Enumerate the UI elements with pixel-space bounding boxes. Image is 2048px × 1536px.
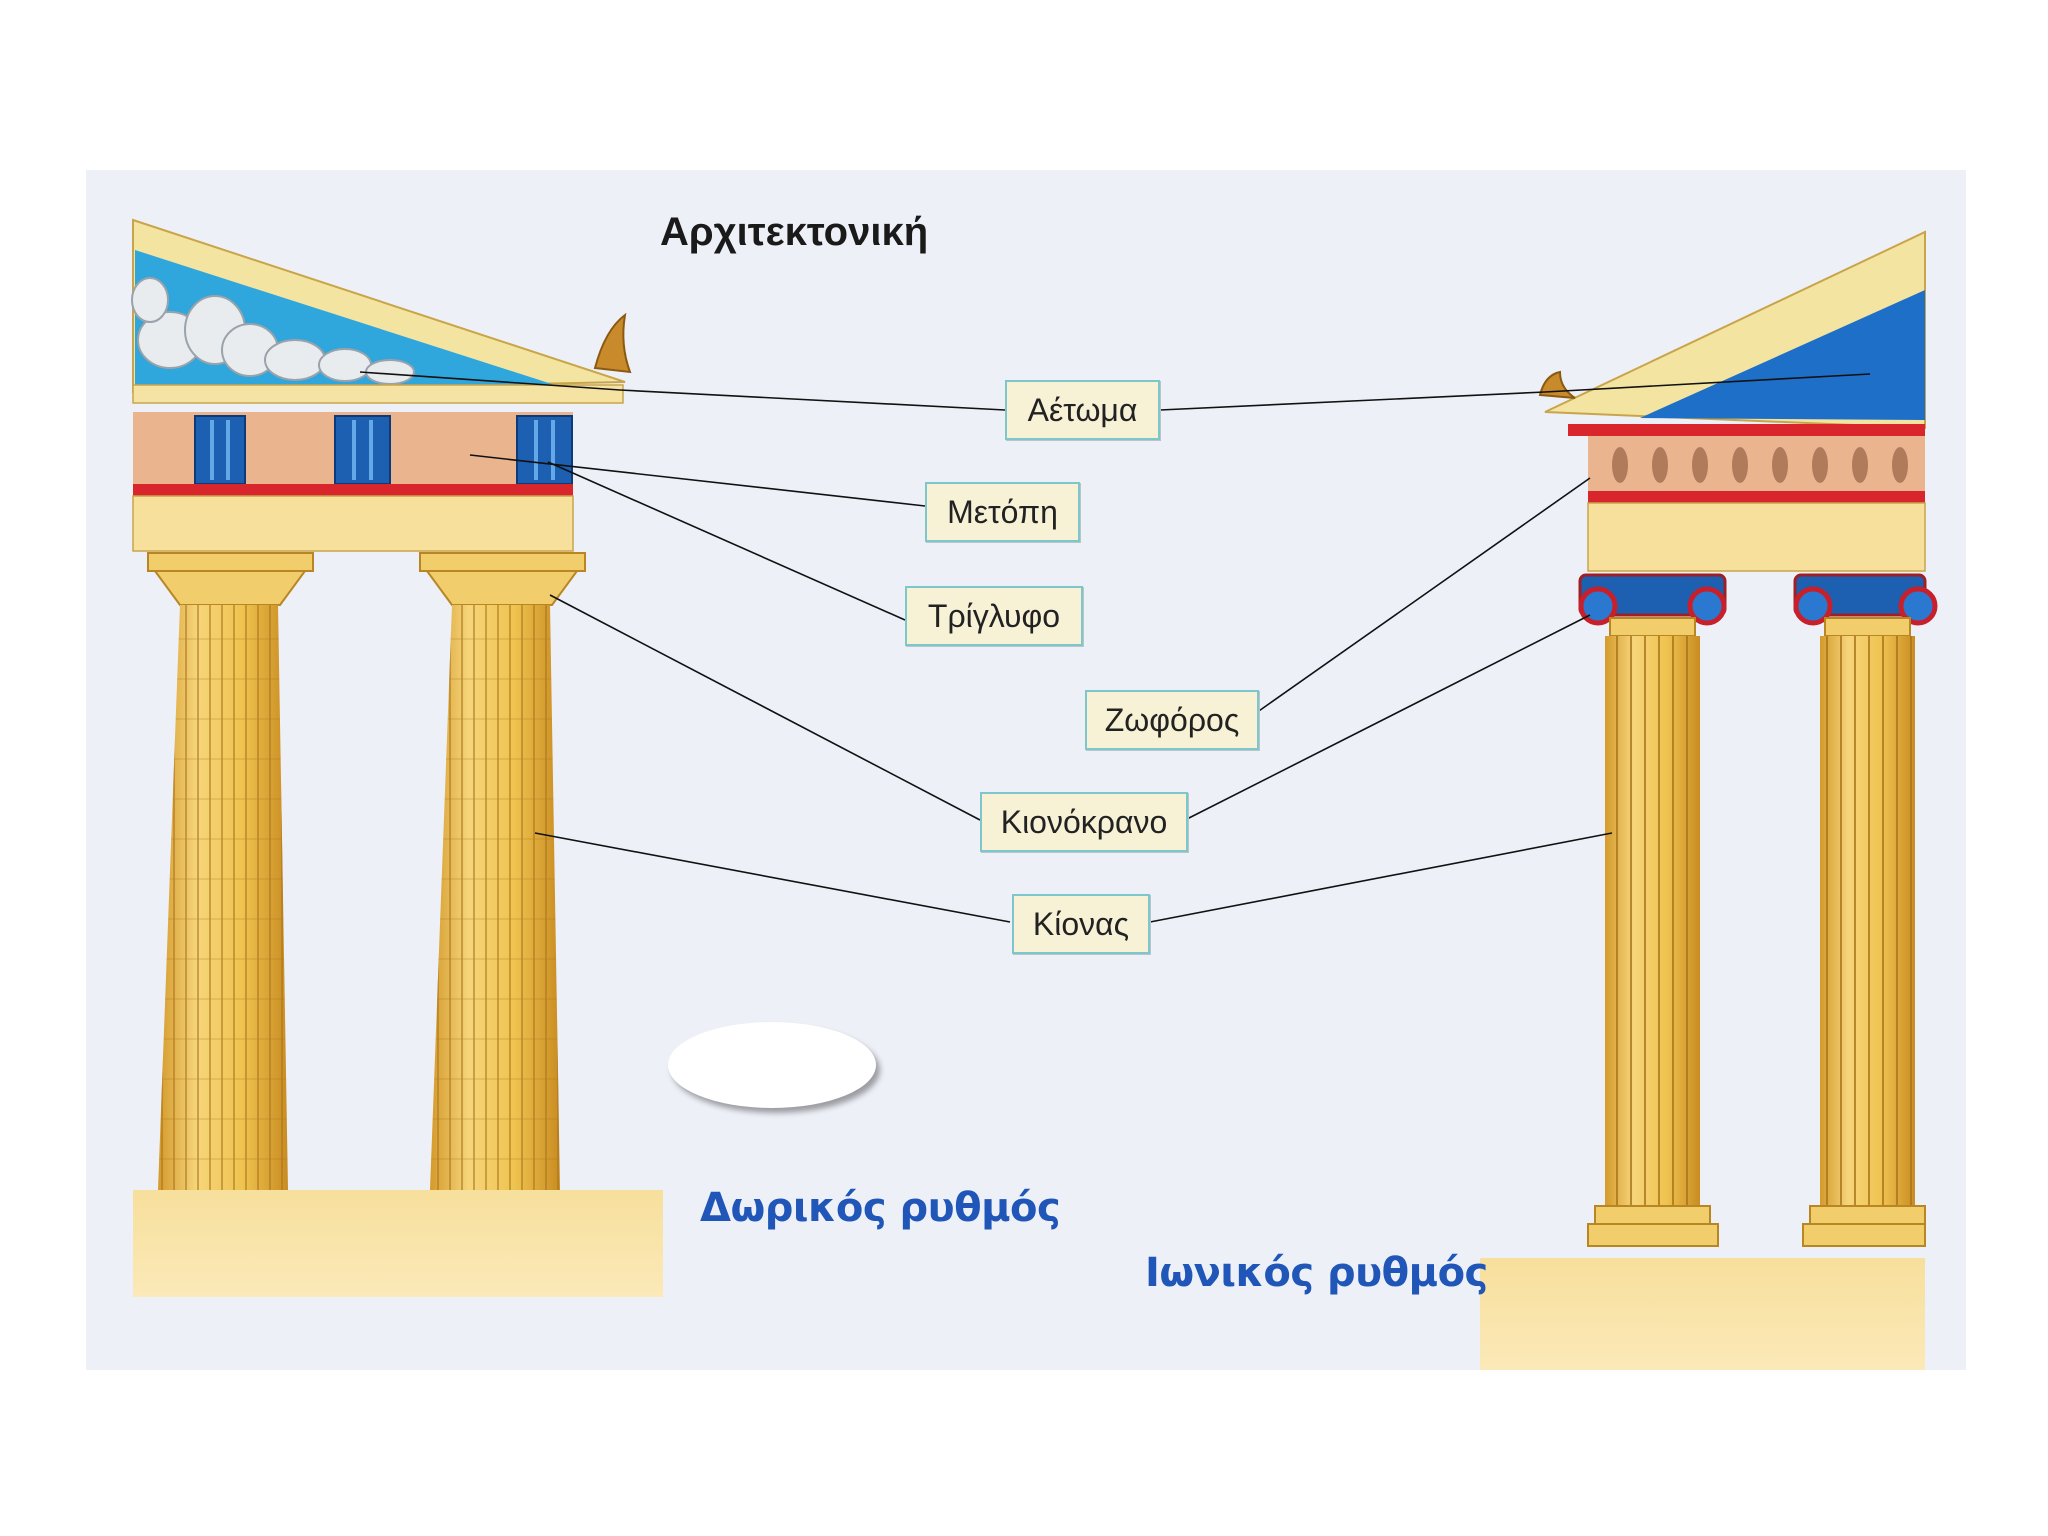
- doric-acroterion: [593, 312, 632, 374]
- label-zoforos[interactable]: Ζωφόρος: [1085, 690, 1259, 750]
- doric-architrave: [132, 495, 574, 552]
- doric-stylobate: [133, 1190, 663, 1297]
- triglyphs: [194, 415, 573, 485]
- doric-order-label: Δωρικός ρυθμός: [700, 1185, 1061, 1231]
- label-kionokrano[interactable]: Κιονόκρανο: [980, 792, 1188, 852]
- ionic-order-label: Ιωνικός ρυθμός: [1145, 1250, 1488, 1296]
- ionic-pediment-tympanum: [1640, 290, 1925, 420]
- doric-temple: [131, 218, 663, 1297]
- ionic-frieze: [1588, 436, 1925, 491]
- ionic-stylobate: [1480, 1258, 1925, 1370]
- label-metopi[interactable]: Μετόπη: [925, 482, 1080, 542]
- ionic-bases: [1587, 1205, 1926, 1247]
- pediment-sculptures: [131, 277, 415, 385]
- doric-red-band: [133, 484, 573, 496]
- ionic-red-band: [1588, 491, 1925, 503]
- ionic-frieze-figures: [1612, 447, 1908, 483]
- connector-lines: [359, 371, 1871, 923]
- ionic-architrave: [1587, 502, 1926, 572]
- triglyph-grooves: [210, 420, 555, 480]
- doric-columns: [158, 605, 560, 1190]
- label-aetoma[interactable]: Αέτωμα: [1005, 380, 1160, 440]
- doric-cornice: [132, 384, 624, 404]
- ionic-acroterion: [1538, 370, 1576, 399]
- doric-capitals: [147, 552, 586, 606]
- diagram-title: Αρχιτεκτονική: [660, 210, 929, 254]
- ionic-capitals: [1578, 573, 1938, 637]
- ionic-temple: [1480, 230, 1938, 1370]
- label-triglyfo[interactable]: Τρίγλυφο: [905, 586, 1083, 646]
- ionic-cornice: [1568, 424, 1925, 436]
- blank-answer-oval[interactable]: [668, 1022, 876, 1108]
- label-kionas[interactable]: Κίονας: [1012, 894, 1150, 954]
- ionic-columns: [1605, 636, 1915, 1206]
